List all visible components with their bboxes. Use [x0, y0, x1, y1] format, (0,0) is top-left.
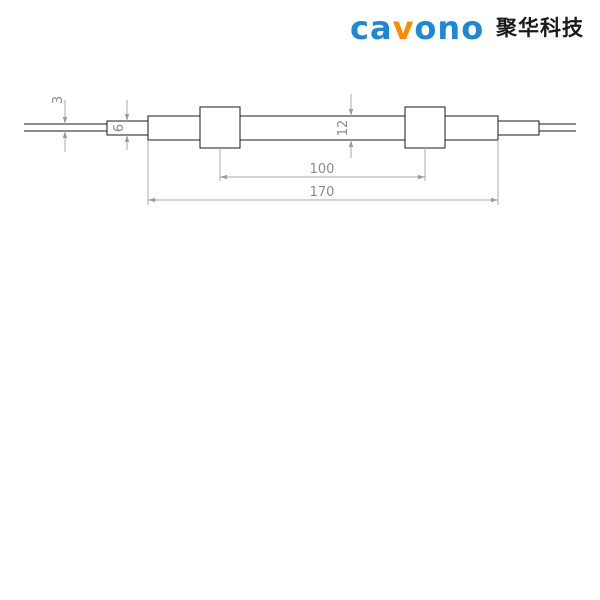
brand-chinese-name: 聚华科技 — [496, 16, 584, 40]
dim-label-clip-spacing: 100 — [310, 162, 335, 177]
tube-dimension-gap — [324, 117, 354, 139]
right-end-cap — [497, 120, 540, 136]
dim-label-tube-diameter: 12 — [336, 120, 351, 137]
logo-part-v: v — [392, 9, 415, 47]
logo-part-ca: ca — [350, 9, 393, 47]
dim-clip-spacing — [219, 148, 426, 181]
left-clip — [199, 106, 241, 149]
dim-label-overall-length: 170 — [310, 185, 335, 200]
brand-logo: cavono — [350, 10, 484, 46]
logo-part-ono: ono — [414, 9, 485, 47]
right-clip — [404, 106, 446, 149]
dim-overall-length — [147, 140, 499, 205]
part-outline — [24, 106, 576, 149]
dim-label-cap-diameter: 6 — [112, 124, 127, 132]
dim-label-wire-diameter: 3 — [51, 96, 66, 104]
